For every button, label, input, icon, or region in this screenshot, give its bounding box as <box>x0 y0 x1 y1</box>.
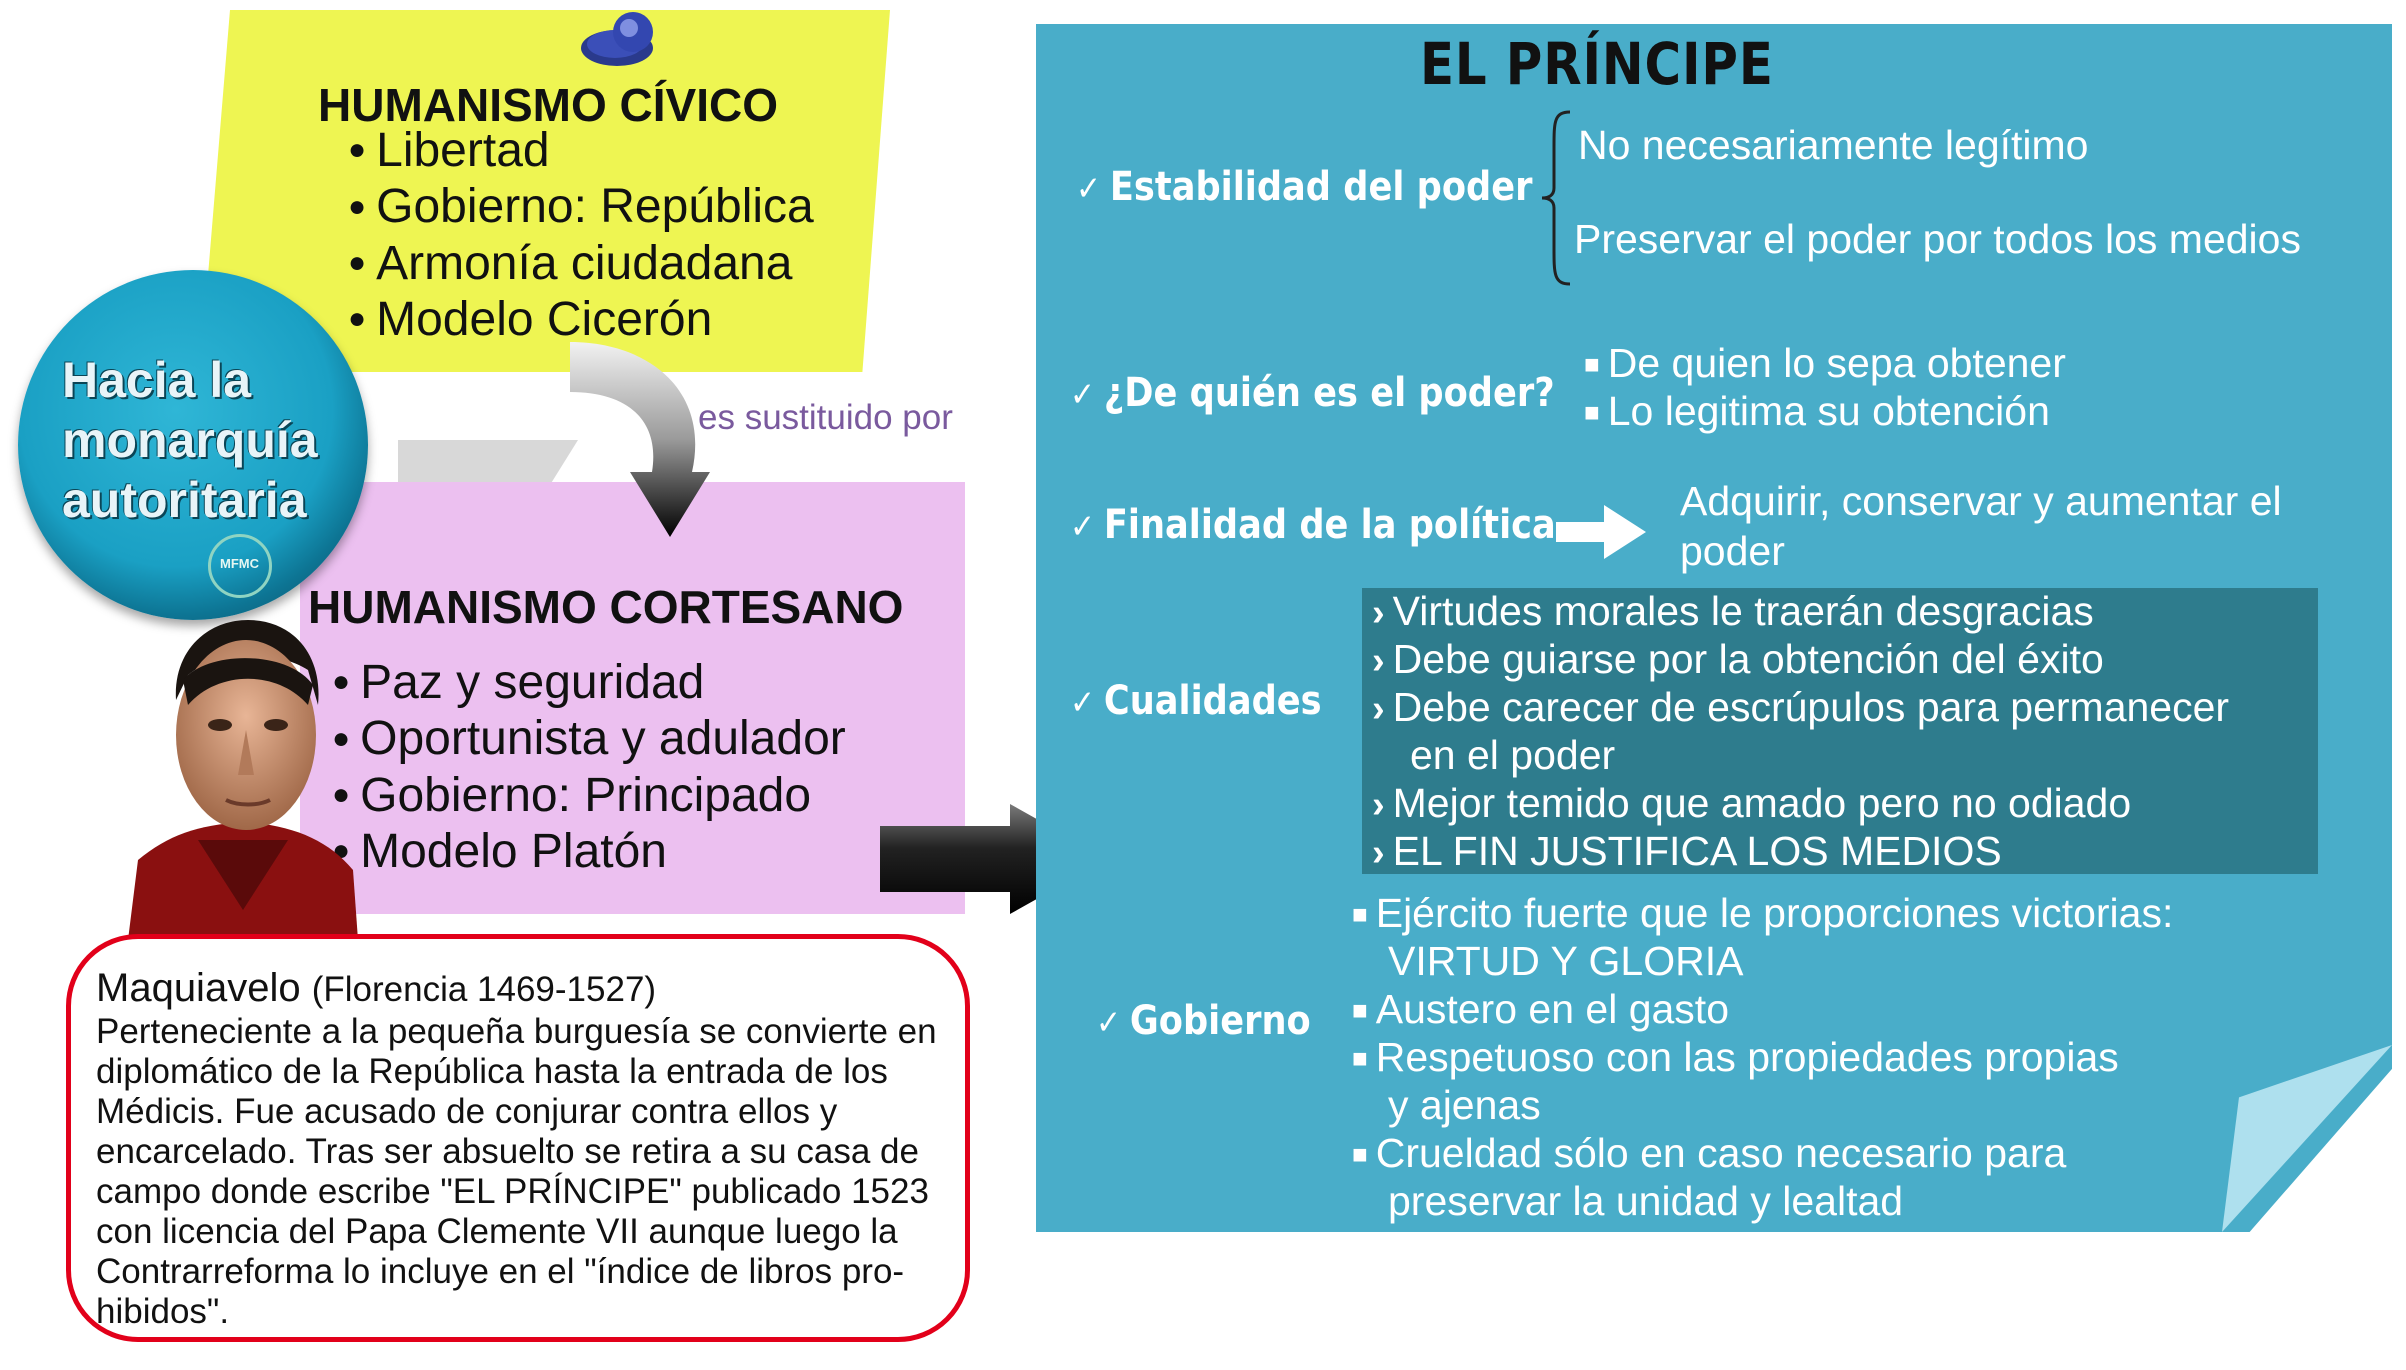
check-icon: ✓ <box>1076 169 1102 209</box>
badge-line: Hacia la <box>62 352 252 408</box>
civic-item: Armonía ciudadana <box>348 237 814 293</box>
purpose-label: Finalidad de la política <box>1103 502 1556 548</box>
biography-name: Maquiavelo (Florencia 1469-1527) <box>96 966 656 1011</box>
government-item-continuation: VIRTUD Y GLORIA <box>1388 938 1744 984</box>
brace-icon <box>1541 110 1571 286</box>
quality-item: Virtudes morales le traerán desgracias <box>1372 588 2094 637</box>
civic-item: Modelo Cicerón <box>348 293 814 349</box>
whose-heading: ✓¿De quién es el poder? <box>1070 370 1555 416</box>
civic-item: Gobierno: República <box>348 180 814 236</box>
civic-item: Libertad <box>348 124 814 180</box>
quality-item: Debe guiarse por la obtención del éxito <box>1372 636 2104 685</box>
court-item: Modelo Platón <box>332 825 846 881</box>
principe-title: EL PRÍNCIPE <box>1420 30 1774 98</box>
government-item: Austero en el gasto <box>1352 986 1729 1038</box>
government-heading: ✓Gobierno <box>1096 998 1311 1044</box>
government-label: Gobierno <box>1129 998 1311 1044</box>
purpose-text-line: Adquirir, conservar y aumentar el <box>1680 478 2282 524</box>
quality-item-continuation: en el poder <box>1410 732 1616 778</box>
stability-heading: ✓Estabilidad del poder <box>1076 164 1532 210</box>
connector-label: es sustituido por <box>698 398 953 437</box>
government-item-continuation: preservar la unidad y lealtad <box>1388 1178 1904 1224</box>
court-list: Paz y seguridad Oportunista y adulador G… <box>332 656 846 881</box>
government-item: Crueldad sólo en caso necesario para <box>1352 1130 2067 1182</box>
quality-item: Mejor temido que amado pero no odiado <box>1372 780 2131 829</box>
qualities-label: Cualidades <box>1103 678 1322 724</box>
check-icon: ✓ <box>1096 1003 1122 1043</box>
stability-item: No necesariamente legítimo <box>1578 122 2089 168</box>
whose-label: ¿De quién es el poder? <box>1103 370 1555 416</box>
qualities-heading: ✓Cualidades <box>1070 678 1322 724</box>
badge-text: Hacia la monarquía autoritaria <box>62 350 318 530</box>
court-item: Paz y seguridad <box>332 656 846 712</box>
stability-label: Estabilidad del poder <box>1109 164 1533 210</box>
bio-dates: (Florencia 1469-1527) <box>311 970 657 1009</box>
badge-line: monarquía <box>62 412 318 468</box>
pushpin-icon <box>581 12 653 66</box>
bio-name-text: Maquiavelo <box>96 966 301 1010</box>
purpose-heading: ✓Finalidad de la política <box>1070 502 1556 548</box>
whose-item: Lo legitima su obtención <box>1584 388 2050 440</box>
white-arrow-icon <box>1556 505 1646 559</box>
quality-item: Debe carecer de escrúpulos para permanec… <box>1372 684 2229 733</box>
machiavelli-portrait-icon <box>128 620 358 940</box>
purpose-text-line: poder <box>1680 528 1785 574</box>
quality-item: EL FIN JUSTIFICA LOS MEDIOS <box>1372 828 2002 877</box>
government-item: Respetuoso con las propiedades propias <box>1352 1034 2119 1086</box>
badge-line: autoritaria <box>62 472 307 528</box>
biography-text: Perteneciente a la pequeña burguesía se … <box>96 1012 937 1331</box>
check-icon: ✓ <box>1070 375 1096 415</box>
civic-title: HUMANISMO CÍVICO <box>318 79 778 131</box>
stability-item: Preservar el poder por todos los medios <box>1574 216 2301 262</box>
biography-box <box>66 934 970 1342</box>
government-item: Ejército fuerte que le proporciones vict… <box>1352 890 2174 942</box>
check-icon: ✓ <box>1070 683 1096 723</box>
government-item-continuation: y ajenas <box>1388 1082 1541 1128</box>
mfmc-logo-text: MFMC <box>220 556 259 571</box>
court-item: Oportunista y adulador <box>332 712 846 768</box>
curved-arrow-icon <box>570 342 710 537</box>
court-title: HUMANISMO CORTESANO <box>308 581 904 633</box>
badge-circle <box>18 270 368 620</box>
whose-item: De quien lo sepa obtener <box>1584 340 2066 392</box>
mfmc-logo-icon <box>208 534 272 598</box>
court-item: Gobierno: Principado <box>332 769 846 825</box>
civic-list: Libertad Gobierno: República Armonía ciu… <box>348 124 814 349</box>
check-icon: ✓ <box>1070 507 1096 547</box>
